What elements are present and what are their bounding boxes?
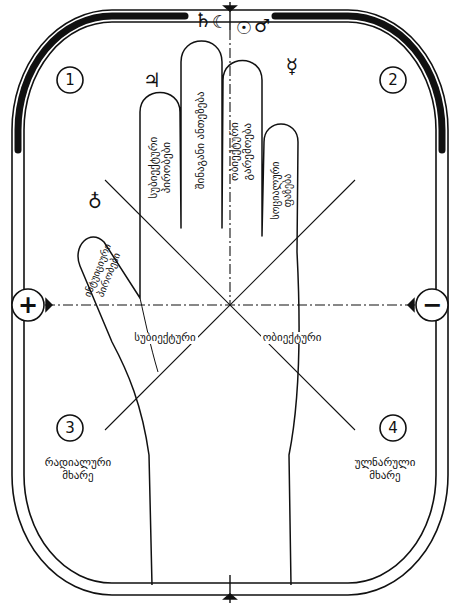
finger-label: შინაგანი ანთეზება bbox=[195, 85, 208, 195]
axis-tick bbox=[46, 299, 52, 311]
planet-symbol: ♄ bbox=[194, 9, 212, 32]
thick-arc bbox=[275, 16, 442, 150]
finger-label: სუბიექტური პირობები bbox=[147, 121, 172, 216]
axis-tick bbox=[224, 6, 236, 11]
circle-node: 4 bbox=[379, 414, 407, 442]
planet-symbol: ☾ bbox=[212, 12, 228, 33]
circle-node: 1 bbox=[56, 66, 84, 94]
diagonal-line bbox=[105, 180, 355, 430]
axis-tick bbox=[224, 594, 236, 599]
side-label: სუბიექტური bbox=[132, 332, 198, 345]
finger-label: ინტუიციური პირობები bbox=[78, 232, 128, 311]
finger-label: სოციალური ფაზება bbox=[270, 150, 293, 230]
planet-symbol: ♃ bbox=[143, 69, 161, 92]
planet-symbol: ♂ bbox=[254, 16, 270, 37]
circle-node: 2 bbox=[379, 66, 407, 94]
hand-outline bbox=[78, 41, 299, 585]
callout-number: + bbox=[11, 293, 45, 317]
side-label: ულნარული მხარე bbox=[345, 457, 425, 482]
inner-oval bbox=[24, 22, 436, 583]
callout-number: 2 bbox=[379, 73, 407, 88]
axis-tick bbox=[408, 299, 414, 311]
diagonal-line bbox=[105, 180, 355, 430]
callout-number: 4 bbox=[379, 421, 407, 436]
outer-oval bbox=[12, 10, 448, 595]
thick-arc bbox=[18, 16, 185, 150]
callout-number: − bbox=[415, 293, 449, 317]
planet-symbol: ☿ bbox=[286, 55, 298, 78]
circle-node: 3 bbox=[56, 414, 84, 442]
planet-symbol: ☉ bbox=[236, 18, 252, 39]
callout-number: 1 bbox=[56, 73, 84, 88]
side-label: რადიალური მხარე bbox=[38, 457, 118, 482]
planet-symbol: ♁ bbox=[88, 191, 102, 213]
callout-number: 3 bbox=[56, 421, 84, 436]
side-label: ობიექტური bbox=[261, 332, 324, 345]
circle-node: + bbox=[11, 288, 45, 322]
finger-label: ობიექტური გარემოება bbox=[229, 97, 254, 207]
circle-node: − bbox=[415, 288, 449, 322]
